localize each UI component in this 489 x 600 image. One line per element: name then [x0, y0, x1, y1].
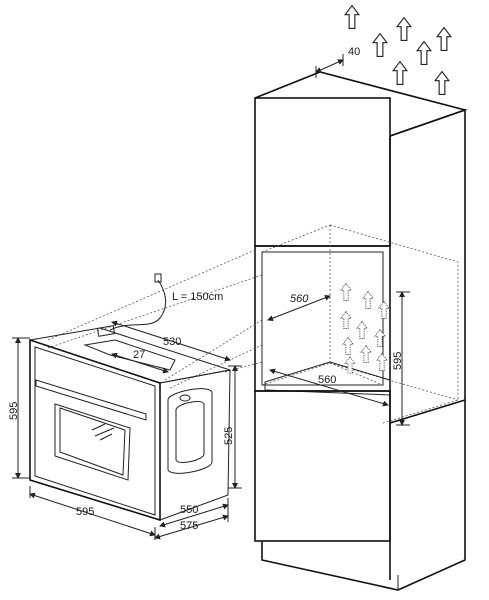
- dim-label-595-niche: 595: [392, 352, 404, 370]
- cable-plug: [154, 273, 162, 283]
- cabinet-niche-frame: [254, 245, 391, 392]
- dim-label-27: 27: [133, 349, 145, 361]
- dim-oven-body-height: 525: [223, 365, 242, 489]
- airflow-niche: [340, 283, 390, 374]
- arrow-up-outline-icon: [342, 337, 354, 355]
- arrow-up-outline-icon: [396, 16, 412, 42]
- arrow-up-outline-icon: [340, 283, 352, 301]
- dim-niche-height: 595: [392, 291, 410, 426]
- cabinet-plinth: [261, 538, 466, 591]
- dim-oven-height: 595: [8, 337, 30, 479]
- arrow-up-outline-icon: [340, 311, 352, 329]
- cabinet-upper-front: [254, 97, 391, 247]
- dim-label-550: 550: [180, 504, 198, 516]
- arrow-up-outline-icon: [362, 291, 374, 309]
- oven-top-panel: [83, 339, 176, 371]
- dim-label-560-depth: 560: [290, 293, 309, 305]
- arrow-up-outline-icon: [378, 301, 390, 319]
- arrow-up-outline-icon: [356, 321, 368, 339]
- oven-side-vent: [167, 388, 213, 474]
- airflow-top: [344, 4, 452, 96]
- dim-label-575: 575: [180, 520, 198, 532]
- dim-panel-27: 27: [111, 349, 169, 374]
- cabinet-top-face: [254, 71, 468, 137]
- dim-oven-depth-bottom: 550 575: [154, 498, 229, 540]
- cable-wire: [109, 279, 167, 331]
- dim-label-40: 40: [348, 46, 360, 58]
- arrow-up-outline-icon: [392, 60, 408, 86]
- dim-oven-depth-530: 530: [111, 320, 231, 362]
- arrow-up-outline-icon: [436, 26, 452, 52]
- cabinet-right-side: [389, 108, 466, 538]
- cabinet-lower-front: [254, 390, 391, 542]
- dim-label-595-height: 595: [8, 402, 20, 420]
- arrow-up-outline-icon: [360, 345, 372, 363]
- arrow-up-outline-icon: [344, 4, 360, 30]
- arrow-up-outline-icon: [374, 329, 386, 347]
- oven: [29, 325, 231, 522]
- cable-length-label: L = 150cm: [172, 291, 223, 303]
- dim-top-gap: 40: [315, 46, 360, 78]
- power-cable: L = 150cm: [109, 273, 223, 331]
- arrow-up-outline-icon: [416, 40, 432, 66]
- arrow-up-outline-icon: [434, 70, 450, 96]
- arrow-up-outline-icon: [372, 32, 388, 58]
- arrow-up-outline-icon: [344, 356, 356, 374]
- oven-window: [54, 403, 131, 481]
- oven-handle: [35, 379, 147, 421]
- niche-shelf: [264, 361, 391, 396]
- oven-side-body: [159, 369, 231, 521]
- oven-side-knob: [179, 394, 191, 402]
- dim-label-560-width: 560: [318, 374, 336, 386]
- dim-label-595-width: 595: [76, 506, 94, 518]
- arrow-up-outline-icon: [376, 353, 388, 371]
- dim-label-530: 530: [163, 336, 181, 348]
- dim-niche-depth: 560: [267, 293, 331, 321]
- dim-label-525: 525: [223, 427, 235, 445]
- dim-niche-width: 560: [269, 368, 389, 407]
